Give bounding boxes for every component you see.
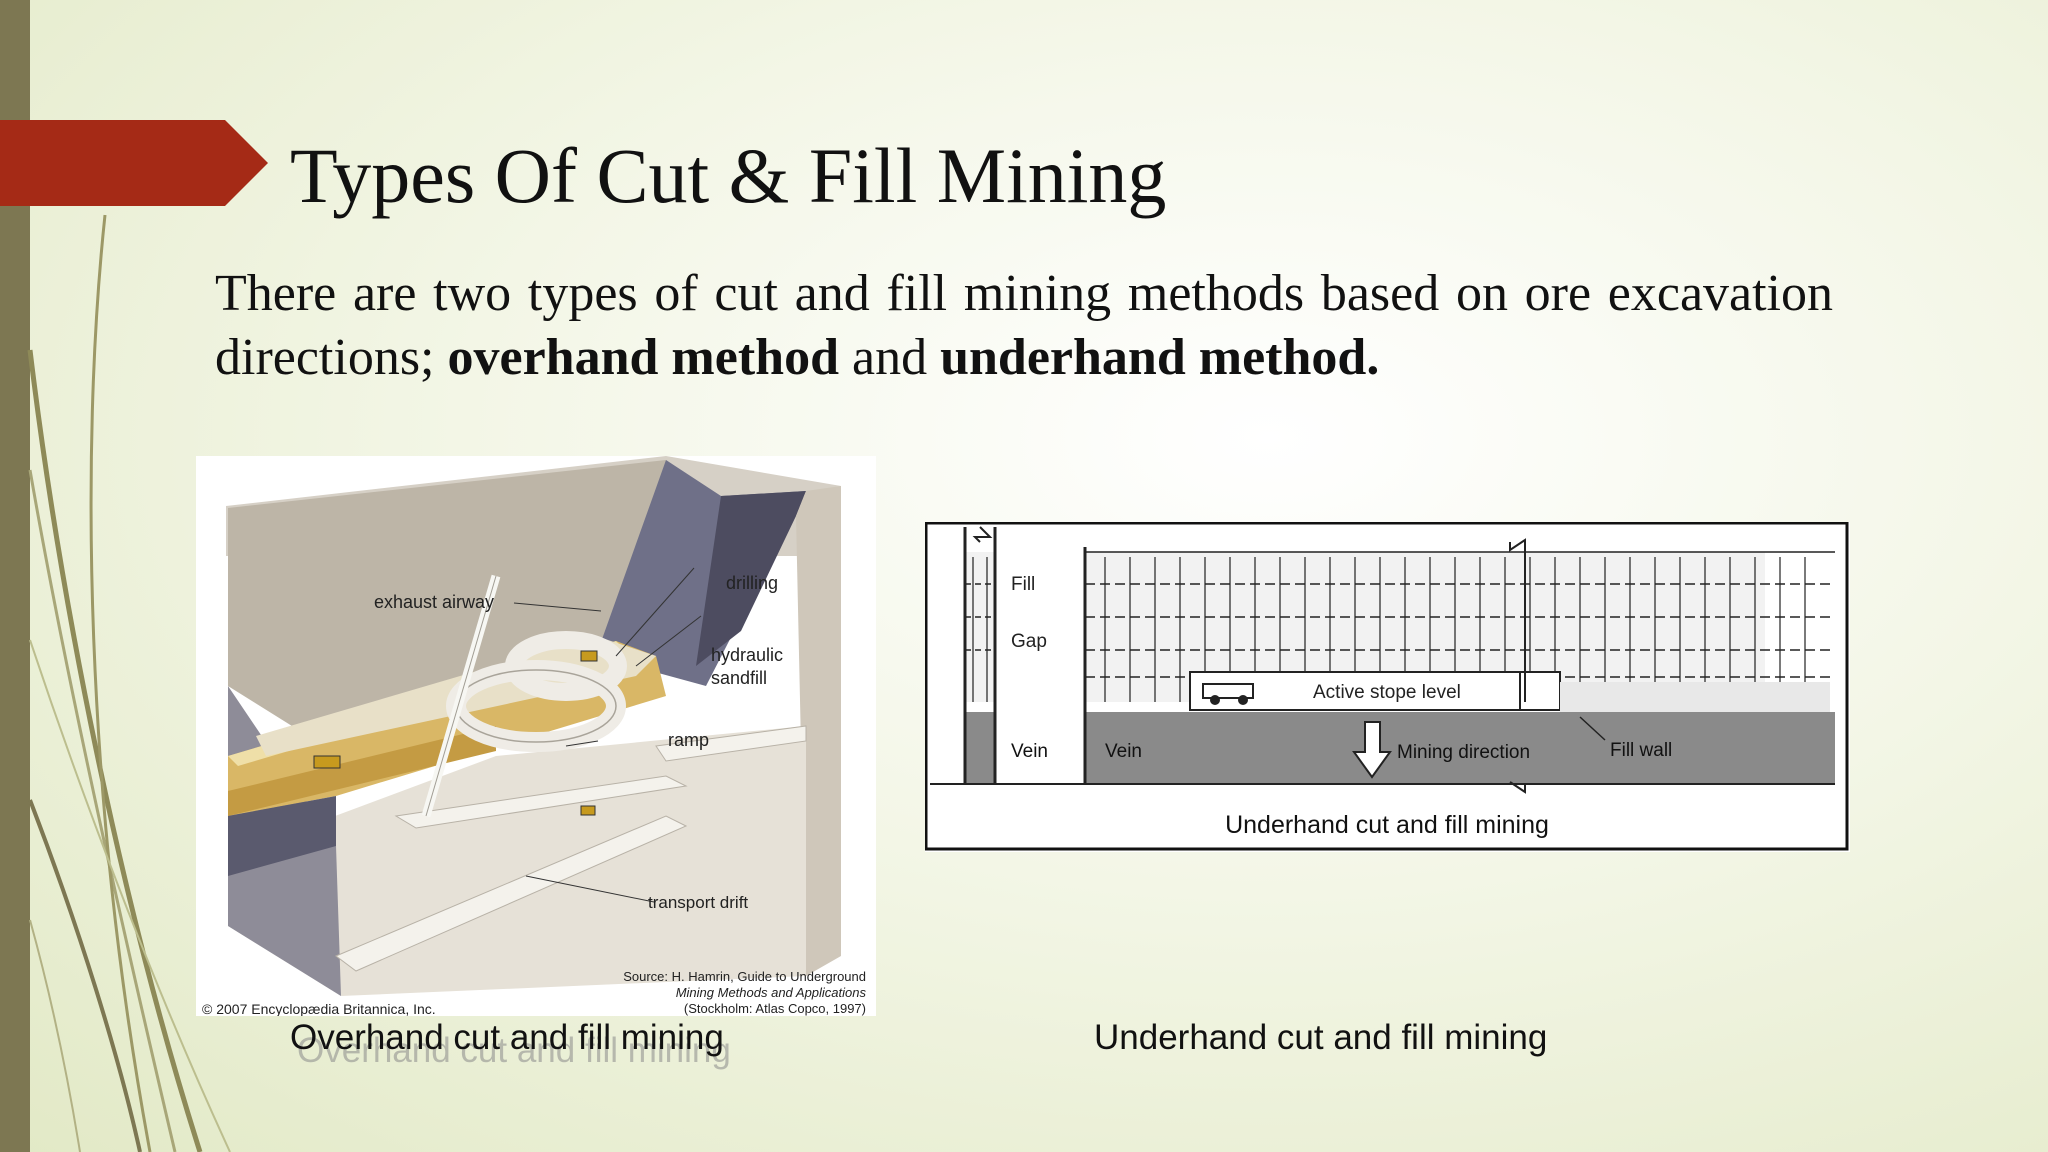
slide-title: Types Of Cut & Fill Mining — [290, 132, 1167, 219]
overhand-caption: Overhand cut and fill mining — [290, 1018, 724, 1057]
label-drilling: drilling — [726, 573, 778, 593]
label-hydraulic: hydraulic — [711, 645, 783, 665]
label-vein-right: Vein — [1105, 741, 1142, 762]
source-line-2: Mining Methods and Applications — [676, 985, 867, 1000]
intro-text-2: and — [839, 329, 941, 386]
label-exhaust-airway: exhaust airway — [374, 592, 494, 612]
label-fill-wall: Fill wall — [1610, 740, 1672, 761]
intro-bold-underhand: underhand method. — [940, 329, 1380, 386]
underhand-figure-caption: Underhand cut and fill mining — [1225, 811, 1549, 839]
copyright-notice: © 2007 Encyclopædia Britannica, Inc. — [202, 1001, 436, 1016]
label-sandfill: sandfill — [711, 668, 767, 688]
decorative-curves — [27, 214, 231, 1152]
title-arrow-marker — [0, 120, 268, 206]
underhand-caption: Underhand cut and fill mining — [1094, 1018, 1548, 1057]
label-fill: Fill — [1011, 574, 1035, 595]
label-transport-drift: transport drift — [648, 893, 748, 912]
intro-text-1: There are two types of cut and fill mini… — [215, 265, 1833, 386]
intro-paragraph: There are two types of cut and fill mini… — [215, 262, 1833, 390]
overhand-caption-reflection: Overhand cut and fill mining — [297, 1031, 731, 1070]
overhand-figure: exhaust airway drilling hydraulic sandfi… — [196, 456, 876, 1017]
label-active-stope-level: Active stope level — [1313, 682, 1461, 703]
source-line-1: Source: H. Hamrin, Guide to Underground — [623, 969, 866, 984]
label-vein-left: Vein — [1011, 741, 1048, 762]
source-line-3: (Stockholm: Atlas Copco, 1997) — [684, 1001, 866, 1016]
label-gap: Gap — [1011, 631, 1047, 652]
underhand-figure: Fill Gap Vein Vein Active stope level Mi… — [924, 521, 1850, 852]
label-ramp: ramp — [668, 730, 709, 750]
intro-bold-overhand: overhand method — [447, 329, 839, 386]
label-mining-direction: Mining direction — [1397, 742, 1530, 763]
